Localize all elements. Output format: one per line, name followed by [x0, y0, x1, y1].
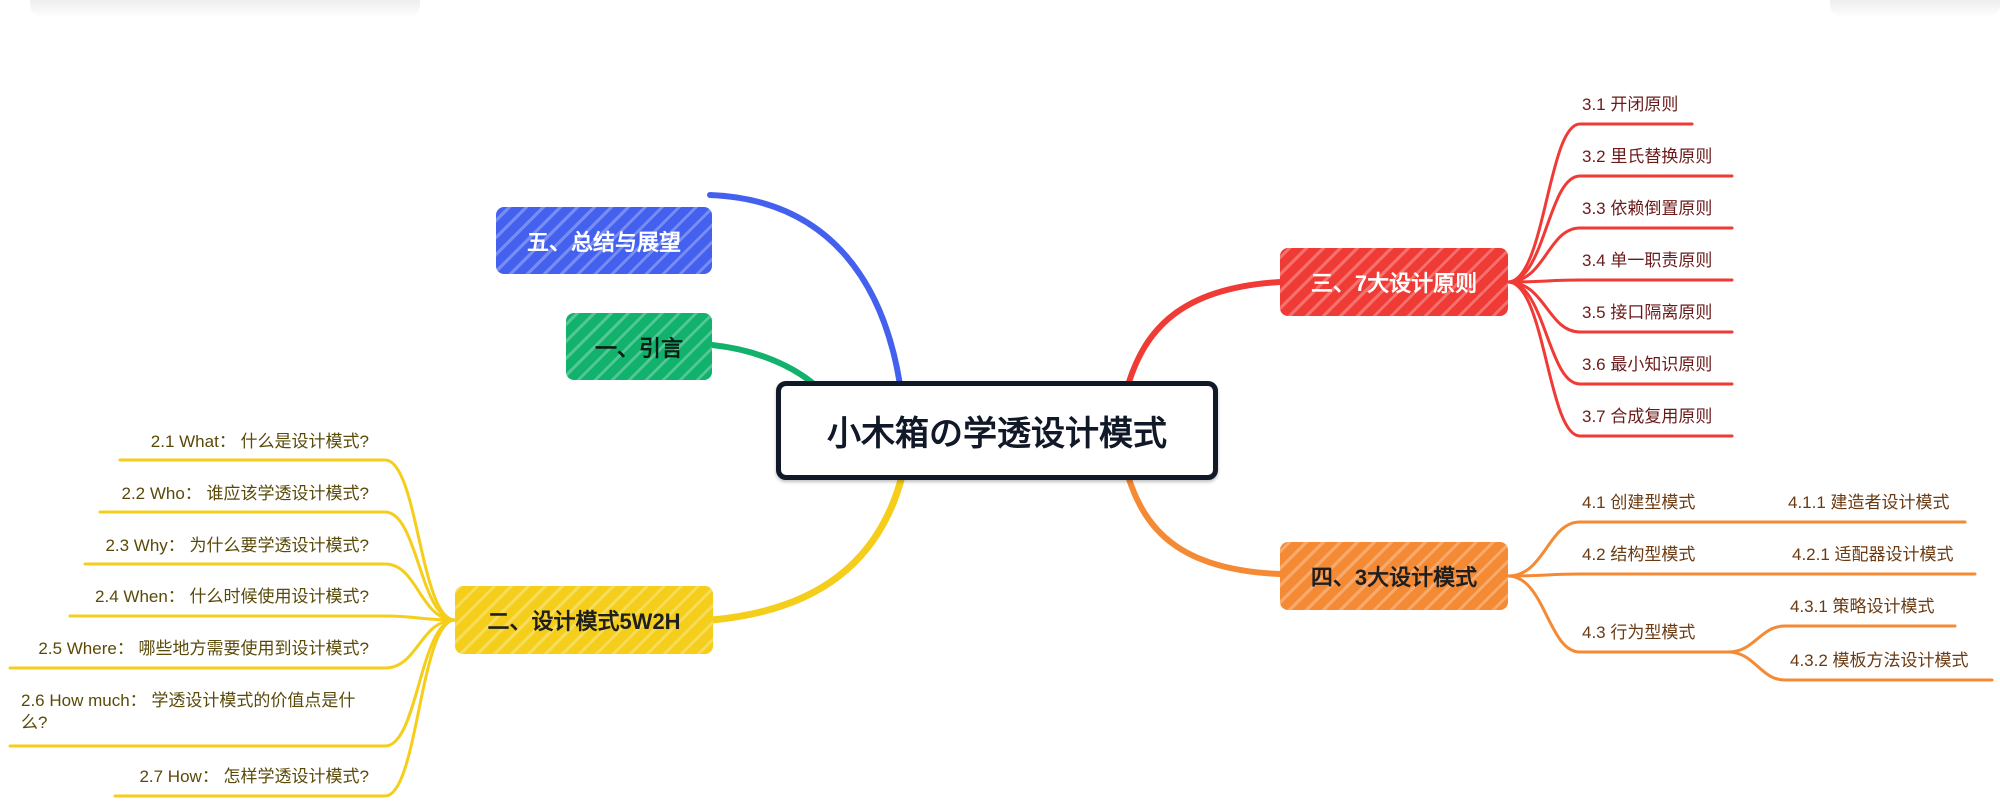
- connector-intro: [709, 342, 818, 388]
- branch-w2h[interactable]: 二、设计模式5W2H: [455, 586, 713, 654]
- principle-item[interactable]: 3.2 里氏替换原则: [1582, 147, 1713, 166]
- principle-leaf-line: [1506, 174, 1734, 284]
- w2h-leaf-line: [118, 458, 457, 622]
- principle-leaf-line: [1506, 226, 1734, 284]
- connector-principles: [1125, 279, 1283, 388]
- w2h-leaf-lines: [8, 458, 457, 798]
- pattern-item[interactable]: 4.1.1 建造者设计模式: [1788, 493, 1950, 512]
- connector-summary: [707, 192, 903, 388]
- top-shadow-left: [30, 0, 420, 18]
- connector-w2h: [708, 472, 906, 624]
- connector-patterns: [1125, 473, 1283, 577]
- branch-intro-label: 一、引言: [594, 335, 683, 361]
- principle-leaf-line: [1506, 122, 1694, 284]
- w2h-item[interactable]: 2.5 Where： 哪些地方需要使用到设计模式?: [38, 639, 369, 658]
- w2h-leaf-line: [68, 614, 457, 622]
- branch-summary-label: 五、总结与展望: [526, 229, 681, 255]
- branch-principles[interactable]: 三、7大设计原则: [1280, 248, 1508, 316]
- principle-item[interactable]: 3.3 依赖倒置原则: [1582, 199, 1713, 218]
- pattern-item[interactable]: 4.3.2 模板方法设计模式: [1790, 651, 1969, 670]
- w2h-leaf-line: [98, 510, 457, 622]
- principle-item[interactable]: 3.7 合成复用原则: [1582, 407, 1713, 426]
- pattern-item[interactable]: 4.3.1 策略设计模式: [1790, 597, 1935, 616]
- principle-leaf-line: [1506, 280, 1734, 438]
- w2h-item[interactable]: 2.6 How much： 学透设计模式的价值点是什么?: [21, 691, 356, 732]
- principle-item[interactable]: 3.1 开闭原则: [1582, 95, 1679, 114]
- principle-item[interactable]: 3.6 最小知识原则: [1582, 355, 1713, 374]
- branch-w2h-label: 二、设计模式5W2H: [487, 609, 681, 634]
- pattern-category[interactable]: 4.2 结构型模式: [1582, 545, 1696, 564]
- w2h-item[interactable]: 2.1 What： 什么是设计模式?: [150, 432, 369, 451]
- w2h-leaf-line: [113, 618, 457, 798]
- principle-item[interactable]: 3.4 单一职责原则: [1582, 251, 1713, 270]
- pattern-category-line: [1506, 520, 1702, 578]
- pattern-category[interactable]: 4.1 创建型模式: [1582, 493, 1696, 512]
- pattern-category[interactable]: 4.3 行为型模式: [1582, 623, 1696, 642]
- principle-leaf-line: [1506, 280, 1734, 386]
- pattern-category-line: [1506, 574, 1730, 654]
- central-topic-title: 小木箱の学透设计模式: [827, 415, 1167, 453]
- pattern-item-line: [1726, 624, 1957, 654]
- w2h-item[interactable]: 2.4 When： 什么时候使用设计模式?: [95, 587, 369, 606]
- principle-leaf-line: [1506, 280, 1734, 334]
- pattern-category-line: [1506, 572, 1718, 578]
- principle-leaf-line: [1506, 278, 1734, 284]
- w2h-item[interactable]: 2.3 Why： 为什么要学透设计模式?: [105, 536, 369, 555]
- central-topic[interactable]: 小木箱の学透设计模式: [776, 381, 1218, 480]
- w2h-item[interactable]: 2.2 Who： 谁应该学透设计模式?: [121, 484, 370, 503]
- pattern-item-line: [1726, 650, 1994, 682]
- branch-summary[interactable]: 五、总结与展望: [496, 207, 712, 274]
- w2h-leaf-line: [8, 618, 457, 670]
- pattern-item[interactable]: 4.2.1 适配器设计模式: [1792, 545, 1954, 564]
- branch-intro[interactable]: 一、引言: [566, 313, 712, 380]
- w2h-leaf-line: [83, 562, 457, 622]
- principles-leaf-lines: [1506, 122, 1734, 438]
- branch-patterns[interactable]: 四、3大设计模式: [1280, 542, 1508, 610]
- patterns-leaf-lines: [1506, 520, 1994, 682]
- w2h-item[interactable]: 2.7 How： 怎样学透设计模式?: [139, 767, 369, 786]
- branch-principles-label: 三、7大设计原则: [1310, 271, 1478, 296]
- branch-patterns-label: 四、3大设计模式: [1310, 565, 1478, 590]
- top-shadow-right: [1830, 0, 2000, 18]
- principle-item[interactable]: 3.5 接口隔离原则: [1582, 303, 1713, 322]
